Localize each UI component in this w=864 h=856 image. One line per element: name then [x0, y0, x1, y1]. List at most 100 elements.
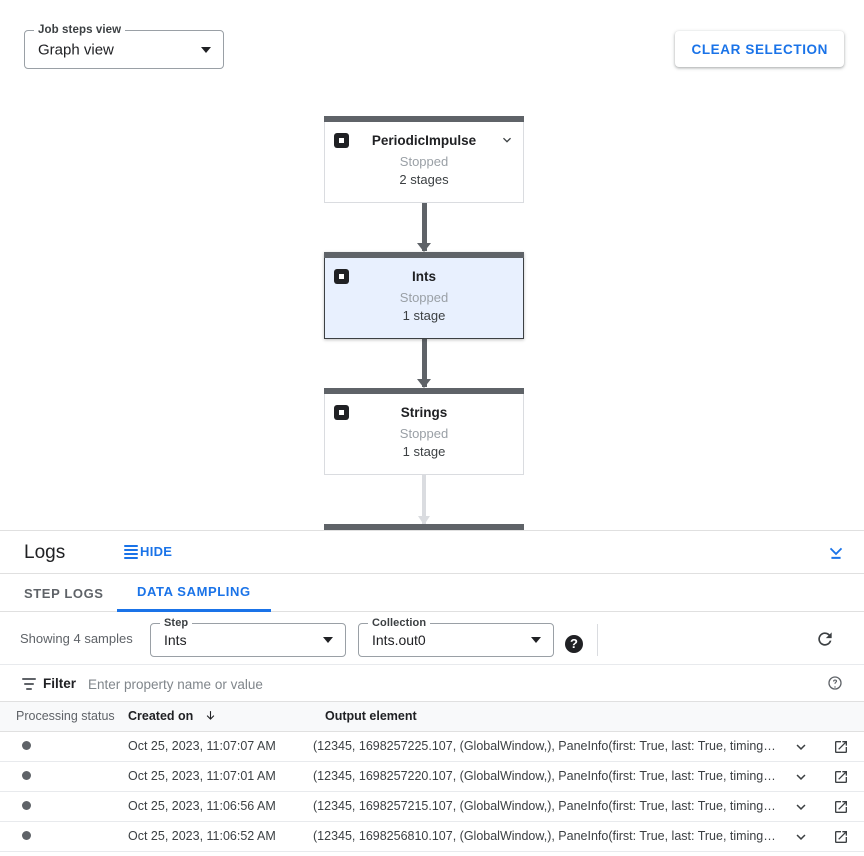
column-header-created-on-label: Created on [128, 709, 194, 724]
status-dot [22, 831, 31, 840]
cell-output-element: (12345, 1698256810.107, (GlobalWindow,),… [313, 821, 864, 852]
table-row[interactable]: Oct 25, 2023, 11:07:01 AM (12345, 169825… [0, 761, 864, 792]
cell-output-element: (12345, 1698257215.107, (GlobalWindow,),… [313, 791, 864, 822]
filter-icon [22, 678, 36, 690]
open-in-new-icon[interactable] [832, 768, 850, 786]
output-element-text: (12345, 1698257215.107, (GlobalWindow,),… [313, 799, 776, 814]
node-status: Stopped [399, 154, 449, 169]
logs-panel: Logs HIDE STEP LOGS DATA SAMPLING Showin… [0, 531, 864, 856]
graph-node-partial-bar[interactable] [324, 524, 524, 530]
hide-logs-label: HIDE [140, 544, 173, 559]
collection-select[interactable]: Collection Ints.out0 [358, 616, 554, 657]
logs-tabs: STEP LOGS DATA SAMPLING [0, 574, 864, 612]
filter-input[interactable] [86, 674, 786, 694]
hide-logs-button[interactable]: HIDE [124, 543, 172, 561]
output-element-text: (12345, 1698257225.107, (GlobalWindow,),… [313, 739, 776, 754]
column-header-created-on[interactable]: Created on [128, 702, 313, 732]
step-select[interactable]: Step Ints [150, 616, 346, 657]
unfold-less-icon[interactable] [825, 542, 847, 564]
graph-node-strings[interactable]: Strings Stopped 1 stage [324, 388, 524, 475]
node-status-bar [324, 388, 524, 394]
row-actions [792, 732, 864, 761]
job-steps-view-select[interactable]: Job steps view Graph view [24, 23, 224, 69]
cell-created-on: Oct 25, 2023, 11:07:07 AM [128, 731, 313, 762]
cell-output-element: (12345, 1698257220.107, (GlobalWindow,),… [313, 761, 864, 792]
logs-header: Logs HIDE [0, 531, 864, 574]
clear-selection-button[interactable]: CLEAR SELECTION [675, 31, 844, 67]
arrow-head-icon [418, 516, 430, 525]
cell-processing-status [0, 731, 128, 762]
output-element-text: (12345, 1698257220.107, (GlobalWindow,),… [313, 769, 776, 784]
stop-status-icon [334, 269, 349, 284]
status-dot [22, 771, 31, 780]
node-stages: 1 stage [402, 308, 446, 323]
table-row[interactable]: Oct 25, 2023, 11:06:56 AM (12345, 169825… [0, 791, 864, 822]
open-in-new-icon[interactable] [832, 738, 850, 756]
samples-table-body: Oct 25, 2023, 11:07:07 AM (12345, 169825… [0, 731, 864, 852]
chevron-down-icon[interactable] [792, 798, 810, 816]
node-status: Stopped [399, 426, 449, 441]
chevron-down-icon[interactable] [792, 738, 810, 756]
cell-output-element: (12345, 1698257225.107, (GlobalWindow,),… [313, 731, 864, 762]
open-in-new-icon[interactable] [832, 798, 850, 816]
data-sampling-toolbar: Showing 4 samples Step Ints Collection I… [0, 612, 864, 665]
toolbar-divider [597, 624, 598, 656]
step-select-value: Ints [164, 632, 187, 648]
help-outline-icon[interactable] [827, 675, 843, 691]
chevron-down-icon[interactable] [792, 768, 810, 786]
status-dot [22, 741, 31, 750]
node-status-bar [324, 252, 524, 258]
filter-label: Filter [43, 676, 77, 691]
showing-samples-text: Showing 4 samples [20, 631, 133, 646]
table-row[interactable]: Oct 25, 2023, 11:06:52 AM (12345, 169825… [0, 821, 864, 852]
job-graph-pane: Job steps view Graph view CLEAR SELECTIO… [24, 23, 844, 530]
node-title: Strings [400, 405, 448, 420]
help-icon[interactable]: ? [565, 635, 583, 653]
chevron-down-icon[interactable] [792, 828, 810, 846]
tab-data-sampling[interactable]: DATA SAMPLING [117, 574, 271, 612]
edge-ints-to-strings [417, 332, 431, 388]
table-row[interactable]: Oct 25, 2023, 11:07:07 AM (12345, 169825… [0, 731, 864, 762]
step-select-label: Step [160, 616, 193, 630]
samples-table: Processing status Created on Output elem… [0, 702, 864, 852]
chevron-down-icon [323, 637, 333, 643]
row-actions [792, 792, 864, 821]
edge-periodicimpulse-to-ints [417, 196, 431, 252]
graph-node-ints[interactable]: Ints Stopped 1 stage [324, 252, 524, 339]
edge-strings-to-next [418, 468, 430, 525]
table-header-row: Processing status Created on Output elem… [0, 702, 864, 732]
cell-processing-status [0, 791, 128, 822]
job-steps-view-value: Graph view [38, 41, 114, 58]
cell-processing-status [0, 821, 128, 852]
stop-status-icon [334, 405, 349, 420]
cell-created-on: Oct 25, 2023, 11:06:52 AM [128, 821, 313, 852]
node-title: Ints [411, 269, 436, 284]
panel-splitter [0, 530, 864, 531]
stop-status-icon [334, 133, 349, 148]
chevron-down-icon[interactable] [499, 132, 515, 148]
node-title: PeriodicImpulse [371, 133, 477, 148]
logs-title: Logs [24, 542, 66, 563]
row-actions [792, 762, 864, 791]
status-dot [22, 801, 31, 810]
chevron-down-icon [201, 46, 211, 53]
graph-node-periodicimpulse[interactable]: PeriodicImpulse Stopped 2 stages [324, 116, 524, 203]
collection-select-label: Collection [368, 616, 431, 630]
job-steps-view-label: Job steps view [34, 23, 126, 37]
row-actions [792, 822, 864, 851]
node-status: Stopped [399, 290, 449, 305]
cell-created-on: Oct 25, 2023, 11:06:56 AM [128, 791, 313, 822]
refresh-icon[interactable] [815, 629, 835, 649]
open-in-new-icon[interactable] [832, 828, 850, 846]
node-status-bar [324, 116, 524, 122]
cell-created-on: Oct 25, 2023, 11:07:01 AM [128, 761, 313, 792]
arrow-down-icon [206, 711, 215, 721]
arrow-head-icon [417, 243, 431, 252]
column-header-output-element[interactable]: Output element [313, 702, 864, 732]
output-element-text: (12345, 1698256810.107, (GlobalWindow,),… [313, 829, 776, 844]
tab-step-logs[interactable]: STEP LOGS [24, 585, 104, 601]
cell-processing-status [0, 761, 128, 792]
column-header-processing-status[interactable]: Processing status [0, 702, 128, 732]
filter-bar: Filter [0, 665, 864, 702]
node-stages: 2 stages [399, 172, 449, 187]
